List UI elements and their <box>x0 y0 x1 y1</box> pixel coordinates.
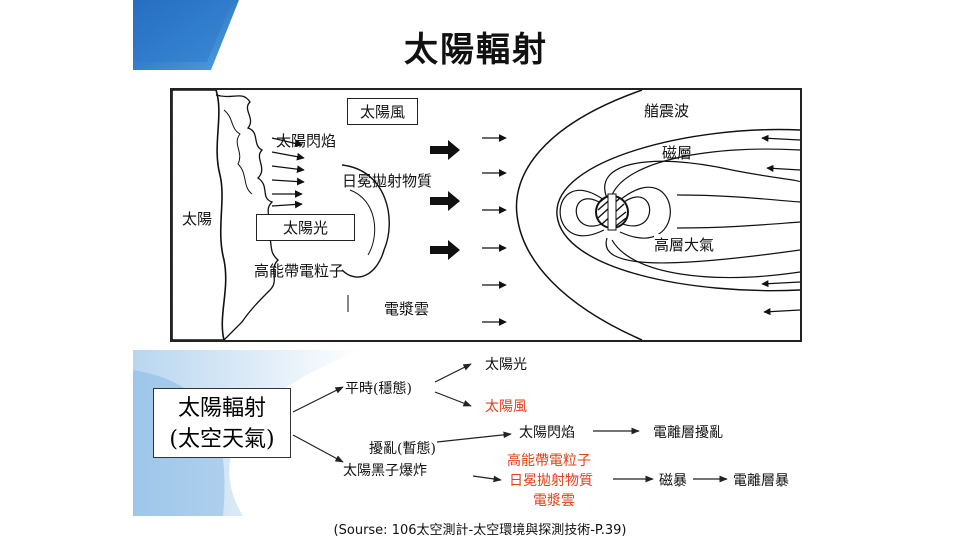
upper-atmosphere-label: 高層大氣 <box>654 234 714 255</box>
main-subtitle: (太空天氣) <box>154 424 290 455</box>
flare-ray <box>272 166 304 170</box>
solar-wind-item: 太陽風 <box>485 396 527 416</box>
source-caption: (Sourse: 106太空測計-太空環境與探測技術-P.39) <box>0 519 960 538</box>
arrow-normal-to-wind <box>435 392 471 406</box>
arrow-normal-to-sunlight <box>435 364 471 382</box>
field-line <box>677 195 800 202</box>
flare-ray <box>272 152 304 158</box>
bow-shock-label: 艏震波 <box>644 100 689 121</box>
classification-flow: 太陽輻射 (太空天氣) 平時(穩態) 太陽光 太陽風 擾亂(暫態) 太陽黑子爆炸… <box>133 350 819 516</box>
main-category-box: 太陽輻射 (太空天氣) <box>153 388 291 458</box>
prominence-inner <box>224 110 252 194</box>
sunlight-box: 太陽光 <box>256 214 355 241</box>
normal-state: 平時(穩態) <box>345 378 412 398</box>
solar-flare-item: 太陽閃焰 <box>519 422 575 442</box>
disturbed-state: 擾亂(暫態) <box>369 438 436 458</box>
arrow-burst-to-particles <box>473 476 501 480</box>
solar-wind-box: 太陽風 <box>347 98 418 125</box>
solar-flare-label: 太陽閃焰 <box>276 130 336 151</box>
field-line <box>677 222 800 228</box>
ionospheric-storm: 電離層暴 <box>733 470 789 490</box>
slide-title: 太陽輻射 <box>133 22 819 71</box>
incoming-arrow <box>762 138 800 140</box>
incoming-arrow <box>762 282 800 284</box>
cme-label: 日冕拋射物質 <box>342 170 432 191</box>
bold-arrow <box>430 140 460 160</box>
incoming-arrow <box>767 168 800 170</box>
particles-label: 高能帶電粒子 <box>254 260 344 281</box>
arrow-main-to-normal <box>293 387 343 412</box>
earth-axis <box>608 194 616 230</box>
bold-arrow <box>430 191 460 211</box>
flare-ray <box>272 180 304 182</box>
cme-item: 日冕拋射物質 <box>509 470 593 490</box>
magnetic-storm: 磁暴 <box>659 470 687 490</box>
arrow-main-to-burst <box>293 435 343 462</box>
flare-ray <box>272 204 302 206</box>
plasma-item: 電漿雲 <box>533 490 575 510</box>
sunlight-item: 太陽光 <box>485 354 527 374</box>
main-title: 太陽輻射 <box>154 393 290 424</box>
magnetosphere-label: 磁層 <box>662 142 692 163</box>
incoming-arrow <box>764 310 800 312</box>
field-line <box>605 161 800 198</box>
slide: 太陽輻射 <box>133 0 819 516</box>
arrow-disturbed-to-flare <box>437 434 511 442</box>
sun-label: 太陽 <box>182 208 212 229</box>
sunspot-burst: 太陽黑子爆炸 <box>343 460 427 480</box>
bold-arrow <box>430 240 460 260</box>
particles-item: 高能帶電粒子 <box>507 450 591 470</box>
ionosphere-disturbance: 電離層擾亂 <box>653 422 723 442</box>
plasma-label: 電漿雲 <box>384 298 429 319</box>
space-weather-diagram: 太陽 太陽風 太陽閃焰 日冕拋射物質 太陽光 高能帶電粒子 電漿雲 艏震波 磁層… <box>170 88 802 342</box>
